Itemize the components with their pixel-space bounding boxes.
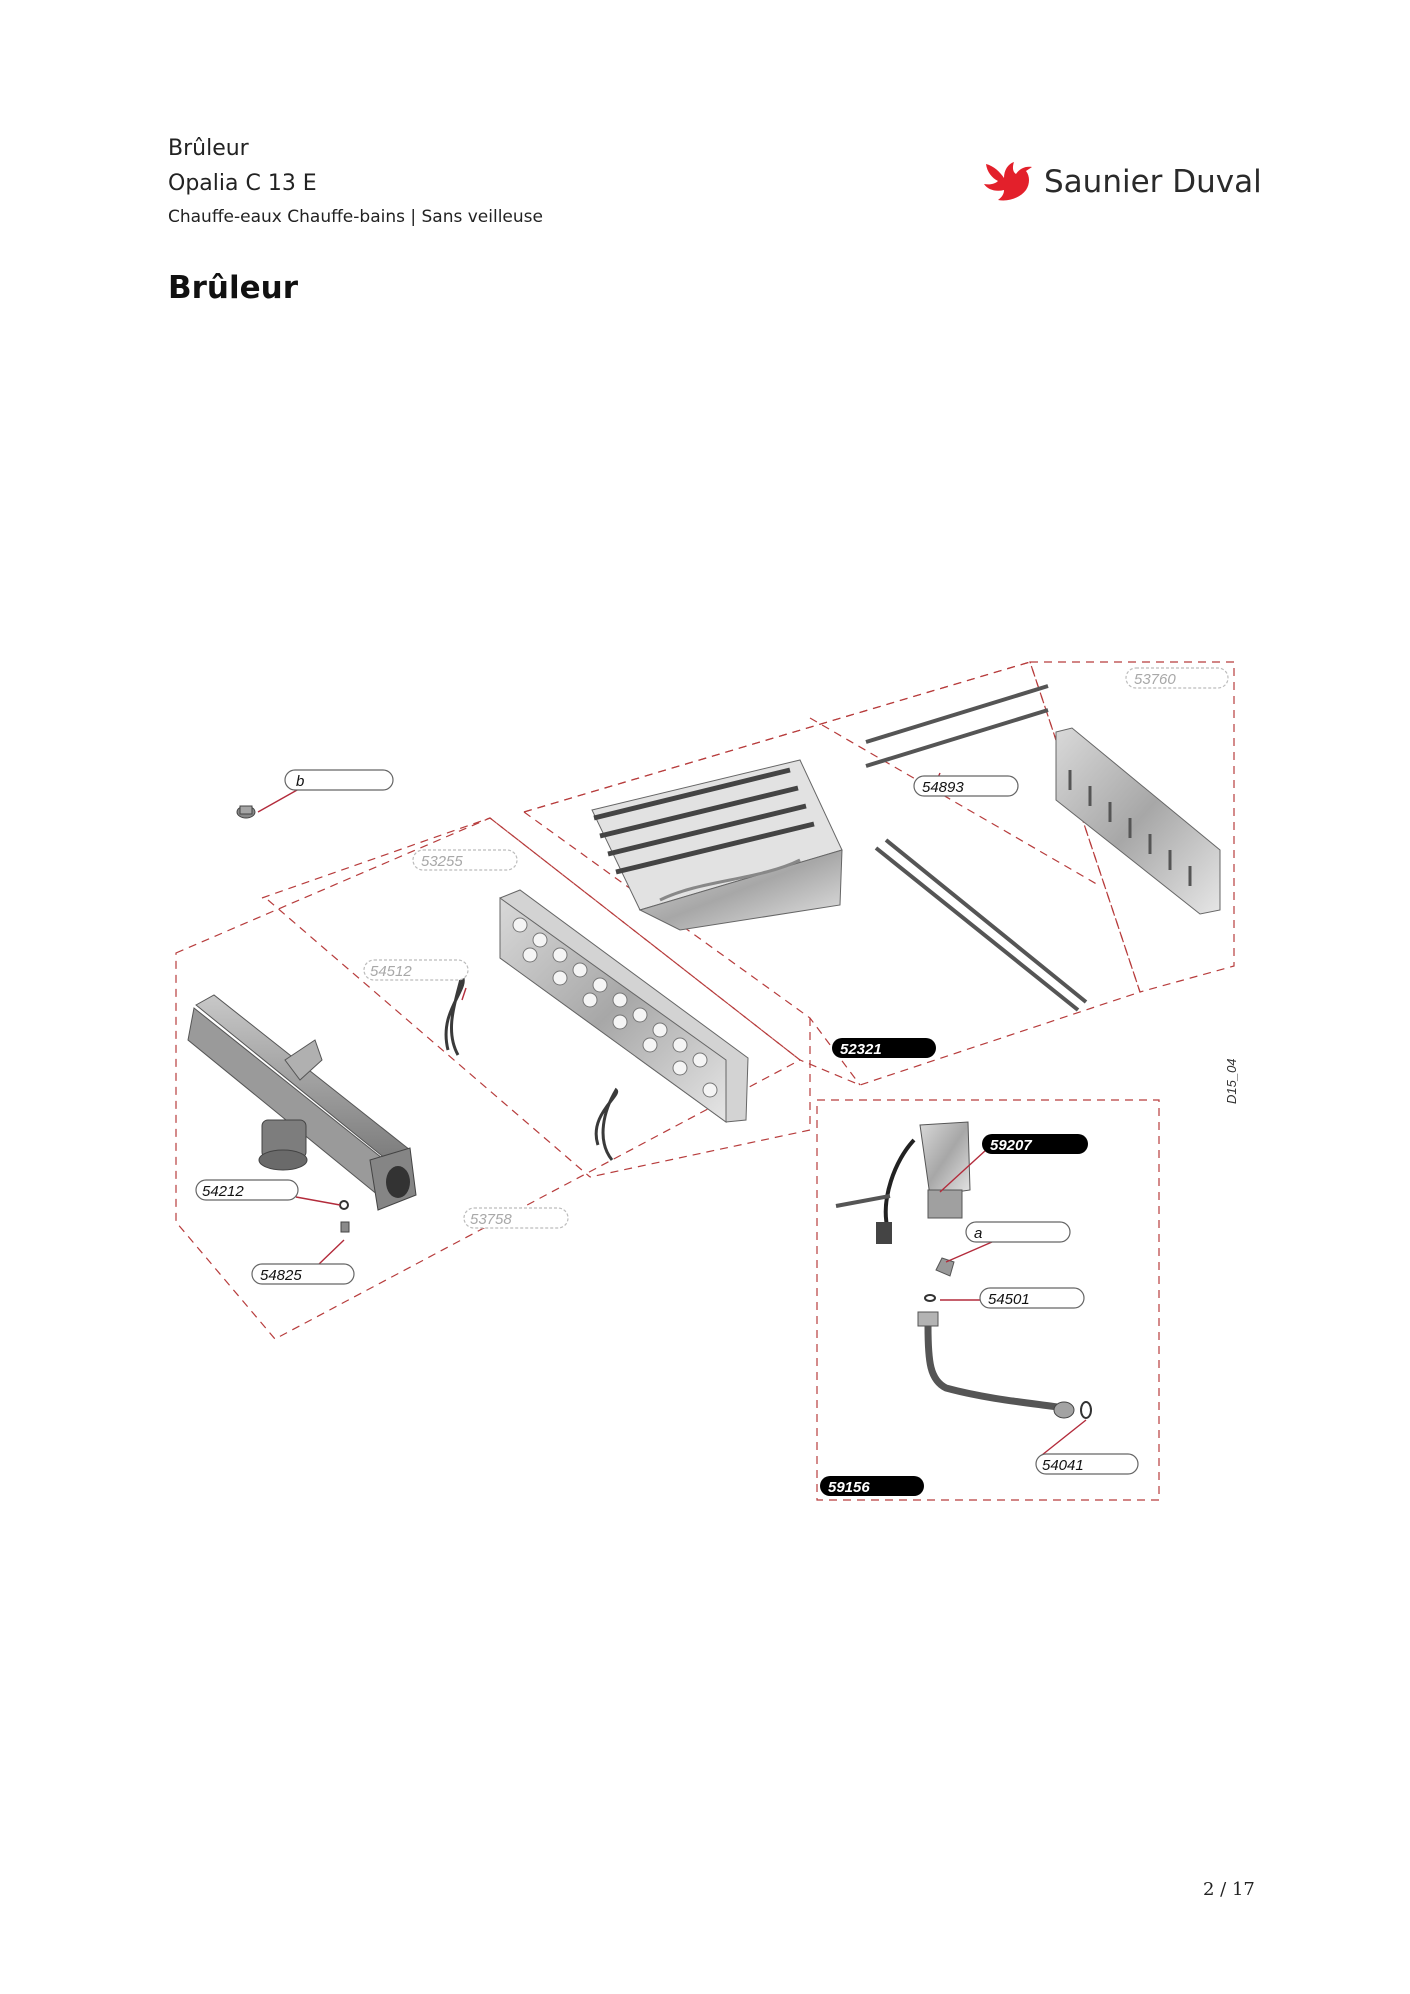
svg-text:b: b — [296, 773, 304, 790]
bird-logo-icon — [984, 162, 1032, 201]
rods-part — [865, 684, 1088, 1012]
svg-text:54212: 54212 — [202, 1183, 244, 1200]
svg-text:54501: 54501 — [988, 1291, 1030, 1308]
part-label-54825: 54825 — [251, 1263, 355, 1285]
part-label-52321: 52321 — [832, 1038, 936, 1058]
burner-body-part — [187, 994, 417, 1233]
part-label-53255: 53255 — [412, 849, 518, 871]
product-model: Opalia C 13 E — [168, 171, 317, 196]
svg-text:53760: 53760 — [1134, 671, 1176, 688]
comb-bracket-part — [1055, 727, 1221, 915]
svg-text:53758: 53758 — [470, 1211, 512, 1228]
svg-text:53255: 53255 — [421, 853, 463, 870]
nut-part — [236, 805, 256, 819]
svg-text:54825: 54825 — [260, 1267, 302, 1284]
part-label-54512: 54512 — [363, 959, 469, 981]
svg-text:54041: 54041 — [1042, 1457, 1084, 1474]
document-category: Brûleur — [168, 136, 249, 161]
page-number: 2 / 17 — [1203, 1879, 1255, 1900]
page-heading: Brûleur — [168, 270, 298, 306]
part-label-a: a — [965, 1221, 1071, 1243]
perforated-plate-part — [499, 889, 749, 1123]
part-label-53758: 53758 — [463, 1207, 569, 1229]
gas-valve-part — [835, 1121, 971, 1302]
part-label-b: b — [284, 769, 394, 791]
drawing-code: D15_04 — [1224, 1058, 1239, 1104]
burner-ramps-part — [591, 759, 843, 931]
part-label-59207: 59207 — [982, 1134, 1088, 1154]
part-label-53760: 53760 — [1125, 667, 1229, 689]
svg-text:52321: 52321 — [840, 1041, 882, 1058]
svg-text:54893: 54893 — [922, 779, 964, 796]
part-label-54893: 54893 — [913, 775, 1019, 797]
svg-text:54512: 54512 — [370, 963, 412, 980]
svg-text:59207: 59207 — [990, 1137, 1032, 1154]
part-label-54501: 54501 — [979, 1287, 1085, 1309]
pipe-part — [917, 1311, 1092, 1419]
product-category: Chauffe-eaux Chauffe-bains | Sans veille… — [168, 207, 543, 227]
part-label-59156: 59156 — [820, 1476, 924, 1496]
part-label-54212: 54212 — [195, 1179, 299, 1201]
brand-name: Saunier Duval — [1044, 164, 1262, 200]
brand-logo: Saunier Duval — [982, 158, 1262, 208]
assembly-outlines — [175, 661, 1235, 1501]
svg-text:a: a — [974, 1225, 982, 1242]
part-label-54041: 54041 — [1035, 1453, 1139, 1475]
svg-text:59156: 59156 — [828, 1479, 870, 1496]
